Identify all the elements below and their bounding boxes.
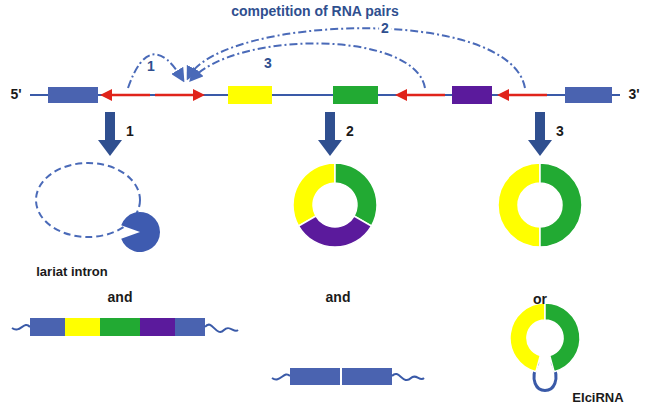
pair-number: 3 — [262, 56, 274, 71]
pairing-arc — [188, 28, 525, 88]
exon-blue — [30, 318, 65, 336]
arrow-head — [98, 140, 122, 156]
circrna-two-exon — [498, 163, 582, 247]
arrow-shaft — [535, 112, 545, 140]
lariat-branch — [121, 212, 160, 252]
pathway-number: 1 — [124, 124, 136, 139]
end-label: 3' — [626, 87, 641, 102]
pathway-number: 2 — [344, 124, 356, 139]
conjunction: and — [106, 290, 135, 305]
pair-number: 1 — [145, 59, 157, 74]
exon-yellow — [65, 318, 100, 336]
exon-green — [333, 86, 378, 104]
exon-junction — [340, 368, 342, 385]
conjunction: and — [324, 290, 353, 305]
exon-purple — [299, 216, 372, 247]
pairing-arc — [191, 43, 425, 88]
exon-purple — [140, 318, 175, 336]
exon-yellow — [510, 303, 545, 372]
exon-blue — [48, 87, 98, 103]
arrow-head — [100, 89, 112, 101]
arrow-head — [497, 89, 509, 101]
rna-tail — [272, 374, 290, 379]
rna-tail — [205, 325, 238, 332]
conjunction: or — [531, 292, 549, 307]
exon-purple — [452, 86, 492, 104]
pairing-arc — [128, 54, 183, 88]
rna-tail — [392, 374, 424, 380]
rna-tail — [12, 325, 30, 330]
linear-skipped-mrna — [272, 368, 424, 385]
exon-blue — [565, 87, 612, 103]
product-label: lariat intron — [34, 265, 110, 279]
end-label: 5' — [8, 87, 23, 102]
pre-mrna-line — [30, 94, 620, 96]
arrow-head — [528, 140, 552, 156]
exon-green — [100, 318, 140, 336]
exon-green — [540, 163, 582, 247]
figure-title: competition of RNA pairs — [229, 4, 401, 19]
arrow-head — [193, 89, 205, 101]
eicirna — [510, 303, 580, 391]
exon-green — [545, 303, 580, 372]
exon-blue — [175, 318, 205, 336]
exon-blue — [341, 368, 392, 385]
product-label: EIciRNA — [570, 391, 625, 405]
exon-blue — [290, 368, 341, 385]
arrow-head — [318, 140, 342, 156]
linear-mrna — [12, 318, 238, 336]
exon-yellow — [498, 163, 540, 247]
pair-number: 2 — [379, 21, 391, 36]
arrow-shaft — [325, 112, 335, 140]
circrna-three-exon — [293, 163, 377, 247]
exon-yellow — [228, 86, 272, 104]
arrow-shaft — [105, 112, 115, 140]
arrow-head — [395, 89, 407, 101]
process-arrows — [98, 112, 552, 156]
pathway-number: 3 — [554, 124, 566, 139]
complementary-sequence-arrows — [100, 89, 547, 101]
pairing-arcs — [128, 28, 525, 88]
